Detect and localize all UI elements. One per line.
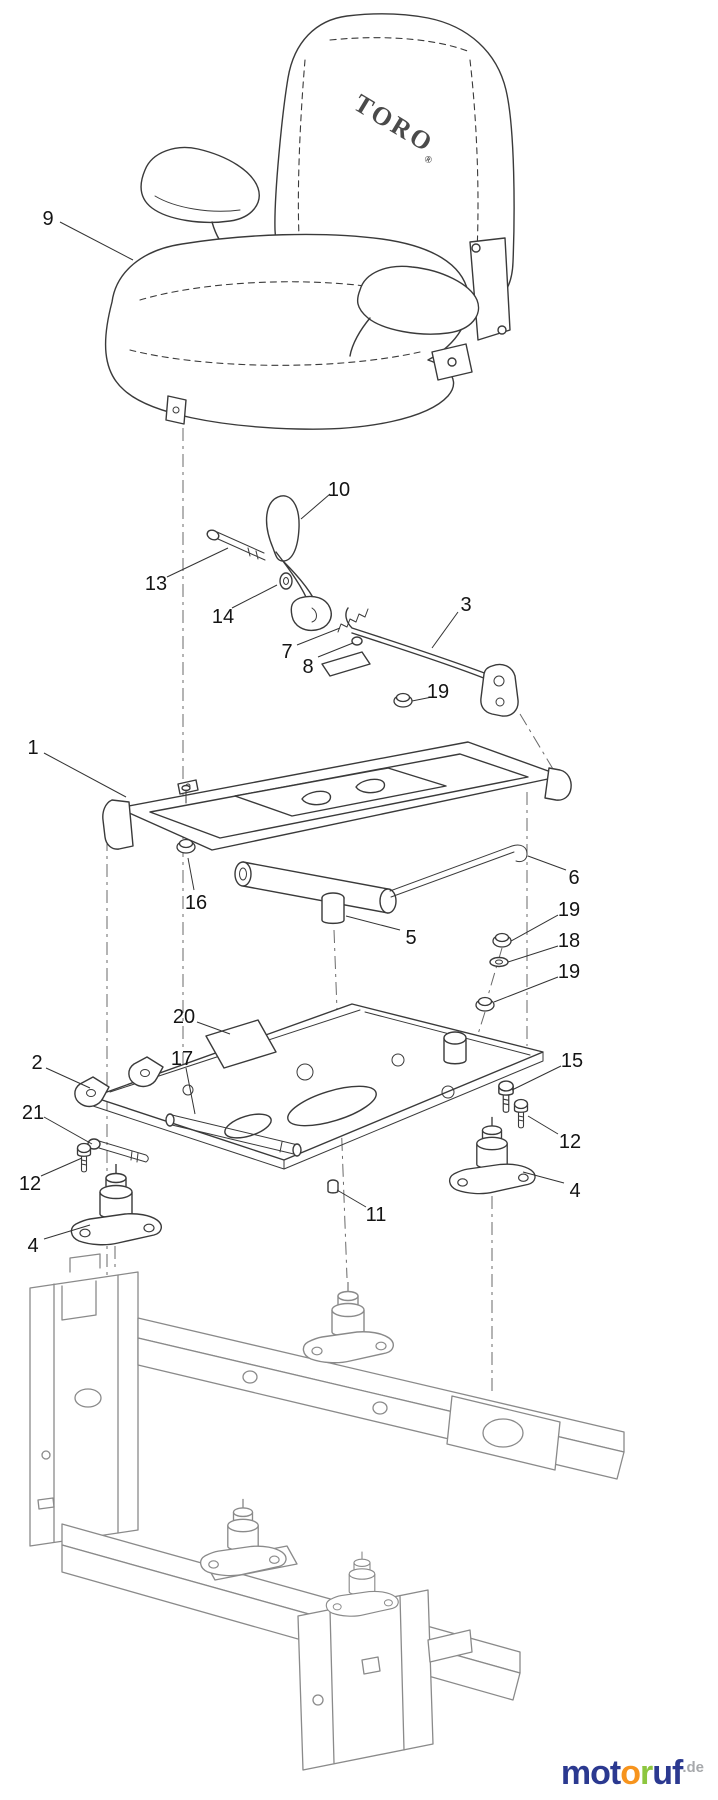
latch-plate [321, 651, 371, 677]
lever-pivot-plate [290, 595, 332, 632]
callout-20: 20 [173, 1006, 195, 1028]
lever-assembly [206, 495, 371, 677]
bolt-12-right [513, 1098, 529, 1129]
lever-handle [265, 495, 300, 562]
bolt-13-shank [216, 531, 266, 561]
callout-15: 15 [561, 1050, 583, 1072]
callout-2: 2 [31, 1052, 42, 1074]
callout-19-c: 19 [558, 961, 580, 983]
plate-ear-front [74, 1076, 110, 1108]
flange-nut-19-c [475, 996, 495, 1012]
flange-nut-19-b [492, 932, 512, 948]
leader-lines [40, 221, 567, 1240]
callout-13: 13 [145, 573, 167, 595]
plate-slot-small [224, 1113, 272, 1139]
callout-11: 11 [366, 1204, 387, 1226]
seat-bracket-right [469, 237, 511, 341]
logo-part-de: .de [682, 1759, 704, 1776]
frame-right-tube-end [544, 767, 572, 801]
plate-spacer-cylinder [443, 1037, 467, 1065]
bolt-21-shank [98, 1140, 149, 1163]
bushing-5-body [321, 897, 345, 925]
callout-labels: 9 10 13 14 3 7 8 19 1 16 6 5 19 18 19 20… [19, 208, 583, 1257]
seat-assembly: TORO® [104, 13, 515, 430]
chassis-end-plate [446, 1395, 561, 1471]
spacer-8 [351, 636, 363, 646]
callout-3: 3 [460, 594, 471, 616]
frame-left-tube-end [102, 799, 134, 850]
callout-6: 6 [568, 867, 579, 889]
rod-bracket [480, 663, 519, 717]
seat-pivot-bracket [165, 395, 187, 425]
bolt-13-head [206, 529, 220, 541]
armrest-left [140, 146, 260, 224]
callout-7: 7 [281, 641, 292, 663]
callout-5: 5 [405, 927, 416, 949]
logo-part-o: o [620, 1754, 641, 1792]
isolator-mount-left [70, 1163, 162, 1246]
chassis-isolator-center [302, 1281, 394, 1364]
logo-part-mot: mot [560, 1754, 621, 1792]
callout-8: 8 [302, 656, 313, 678]
rod-17 [171, 1114, 299, 1156]
chassis-isolator-lower [199, 1498, 287, 1577]
plate-outline [92, 1003, 544, 1161]
callout-1: 1 [27, 737, 38, 759]
spring-7 [337, 608, 369, 633]
callout-19-b: 19 [558, 899, 580, 921]
frame-center-plate [234, 767, 447, 817]
chassis-left-channel [29, 1271, 139, 1547]
adjustment-rod-assembly [345, 607, 519, 717]
chassis-frame [29, 1253, 625, 1771]
callout-12-left: 12 [19, 1173, 41, 1195]
logo-part-r: r [639, 1754, 653, 1792]
logo-part-uf: uf [652, 1754, 683, 1792]
callout-14: 14 [212, 606, 234, 628]
lower-mount-plate [74, 1003, 544, 1194]
middle-hardware [176, 838, 528, 1012]
washer-14 [279, 572, 293, 590]
armrest-right [356, 265, 480, 335]
chassis-bottom-box [297, 1589, 434, 1771]
motoruf-logo[interactable]: motoruf.de [561, 1756, 704, 1790]
upper-seat-frame [102, 741, 572, 914]
bolt-15 [498, 1080, 514, 1113]
rod-6 [389, 844, 528, 898]
plate-slot-large [287, 1085, 377, 1127]
callout-4-left: 4 [27, 1235, 38, 1257]
isolator-mount-right [448, 1116, 536, 1195]
callout-16: 16 [185, 892, 207, 914]
rod-17-end [165, 1113, 175, 1127]
callout-17: 17 [171, 1048, 193, 1070]
callout-18: 18 [558, 930, 580, 952]
flange-nut-19-a [393, 692, 413, 708]
callout-9: 9 [42, 208, 53, 230]
callout-12-right: 12 [559, 1131, 581, 1153]
bolt-12-left [76, 1142, 92, 1173]
callout-19-a: 19 [427, 681, 449, 703]
front-cross-tube [242, 861, 389, 914]
chassis-isolator-bottom [325, 1551, 399, 1617]
callout-21: 21 [22, 1102, 44, 1124]
flange-nut-16 [176, 838, 196, 854]
plate-ear-rear [128, 1056, 164, 1088]
washer-18 [489, 956, 509, 968]
callout-4-right: 4 [569, 1180, 580, 1202]
callout-10: 10 [328, 479, 350, 501]
